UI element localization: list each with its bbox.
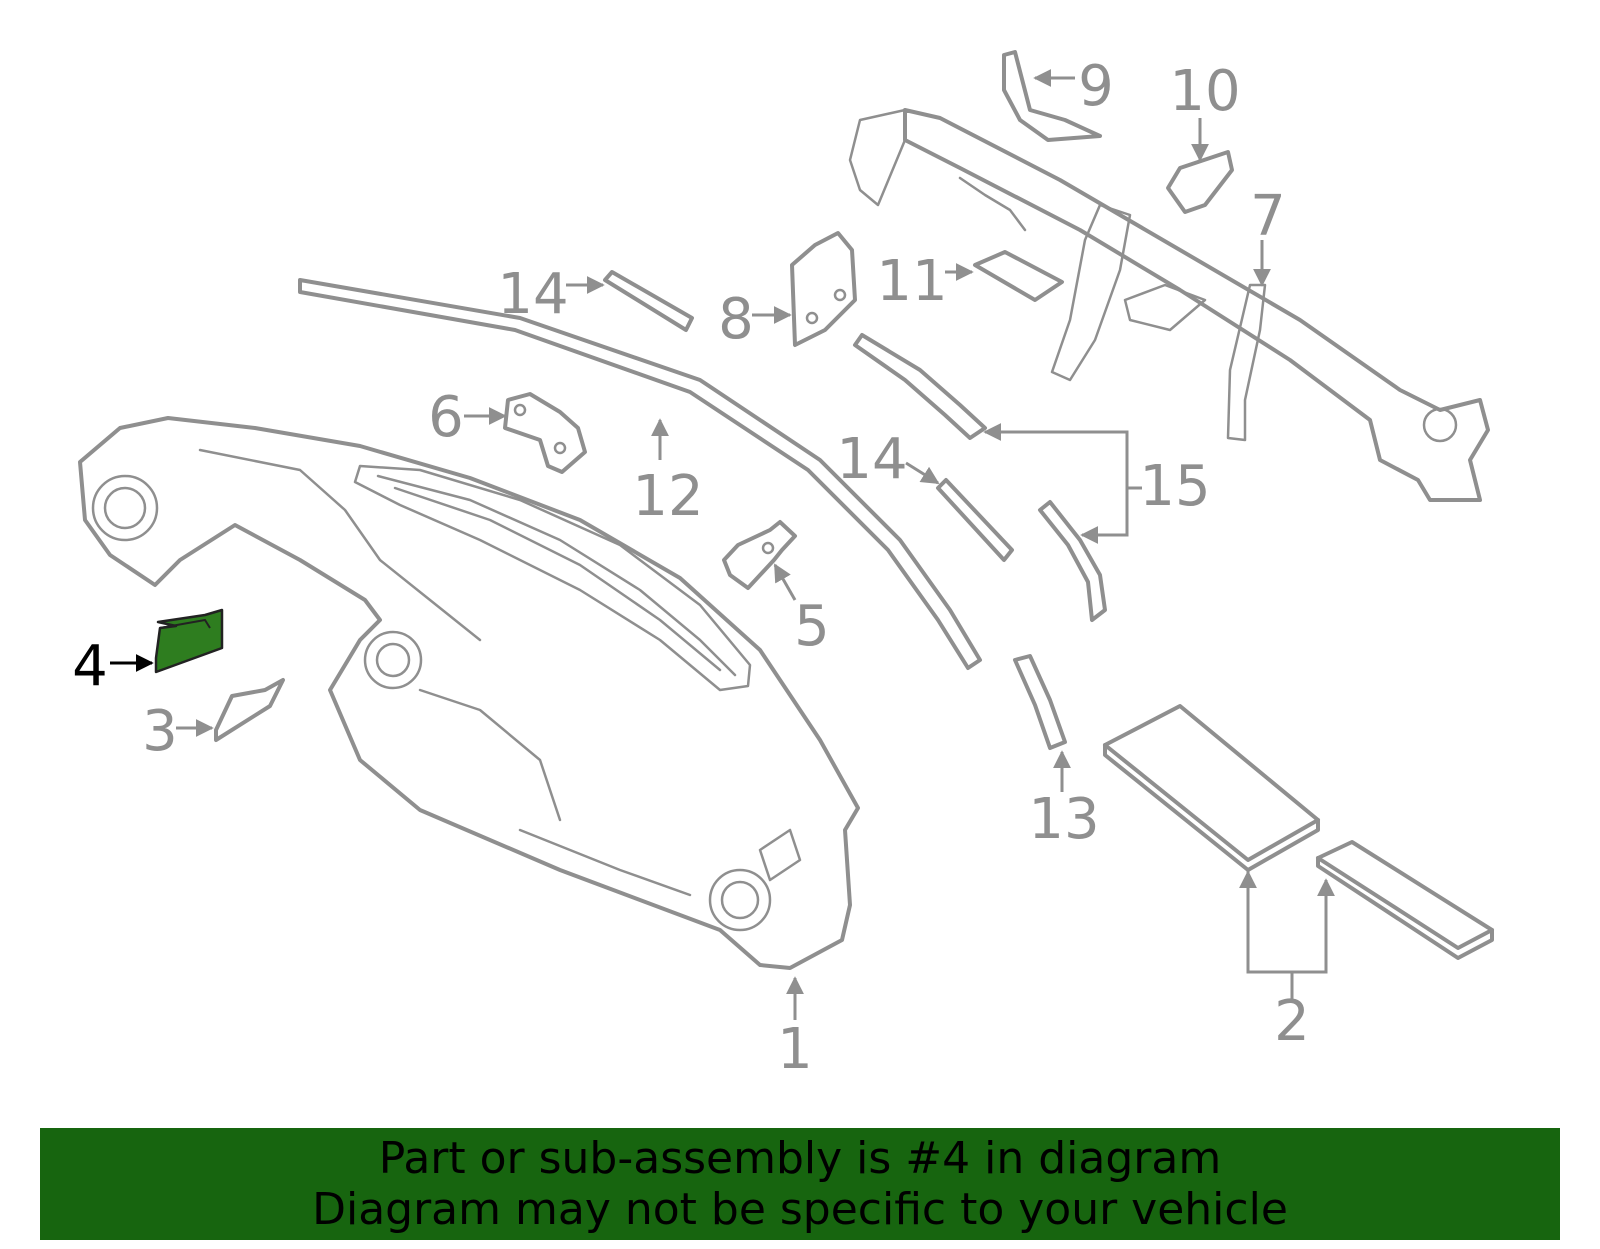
callout-3: 3 [142,699,178,764]
part-15-molding-upper [853,333,987,440]
callout-11: 11 [876,249,947,314]
part-11-pad [973,250,1064,302]
part-13-molding [1013,654,1067,750]
part-2-pads [1103,704,1494,960]
part-5-bracket [722,520,797,590]
part-14-molding-upper [603,270,694,332]
callout-5: 5 [794,594,830,659]
part-10-bracket [1166,150,1234,214]
banner-line-2: Diagram may not be specific to your vehi… [312,1184,1288,1235]
callout-15: 15 [1139,454,1210,519]
callout-13: 13 [1028,787,1099,852]
callout-14b: 14 [836,427,907,492]
banner-line-1: Part or sub-assembly is #4 in diagram [378,1133,1222,1184]
part-3-bracket [214,678,285,742]
part-1-instrument-panel [78,416,860,970]
callout-8: 8 [718,287,754,352]
part-9-bracket [1002,50,1102,142]
part-15-molding-lower [1038,500,1107,622]
callout-labels: 1 2 3 4 5 6 7 8 9 10 11 12 13 14 14 15 [72,54,1310,1082]
leader-lines [110,69,1335,1020]
callout-9: 9 [1078,54,1114,119]
callout-14a: 14 [497,262,568,327]
callout-12: 12 [632,464,703,529]
part-4-highlighted [154,608,224,674]
callout-4: 4 [72,634,108,699]
callout-7: 7 [1250,184,1286,249]
part-12-molding [298,278,982,670]
callout-2: 2 [1274,989,1310,1054]
part-6-bracket [503,392,587,474]
callout-6: 6 [428,385,464,450]
callout-1: 1 [777,1017,813,1082]
callout-10: 10 [1169,59,1240,124]
part-14-molding-lower [936,478,1014,562]
part-7-cross-beam [848,108,1490,502]
part-8-bracket [790,231,857,347]
disclaimer-banner: Part or sub-assembly is #4 in diagram Di… [40,1128,1560,1240]
